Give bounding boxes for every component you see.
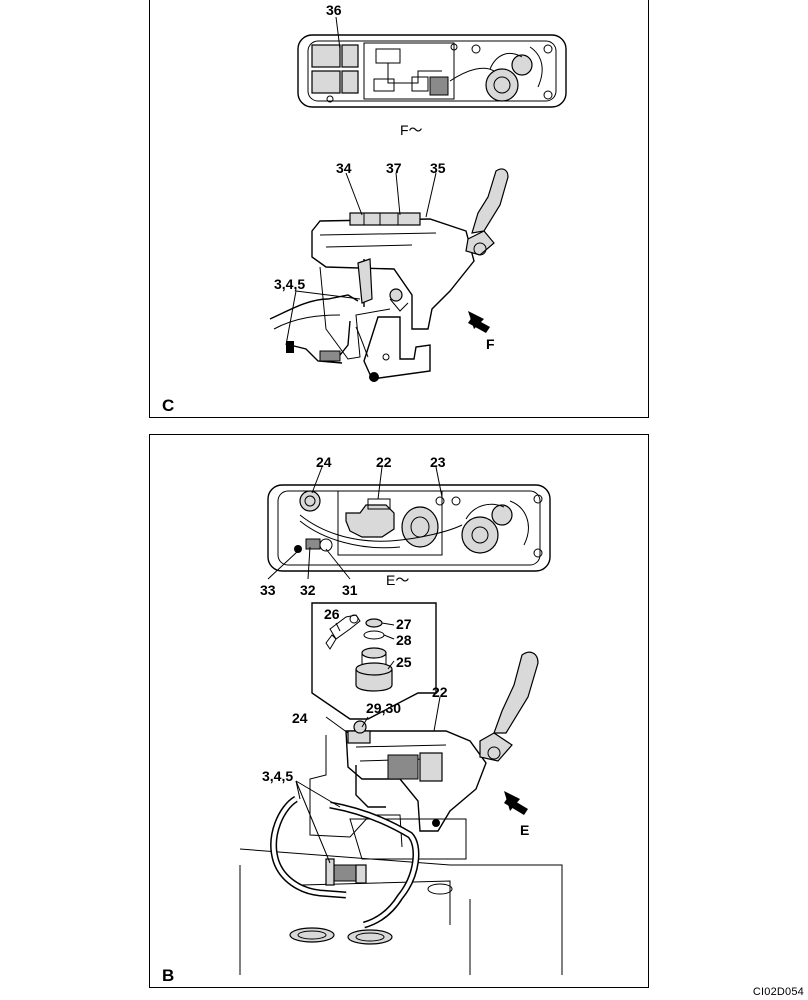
callout-28: 28 (396, 632, 412, 648)
callout-36: 36 (326, 2, 342, 18)
callout-34: 34 (336, 160, 352, 176)
panel-b: 24 22 23 33 32 31 E～ 26 27 28 25 29,30 2… (149, 434, 649, 988)
callout-24-top: 24 (316, 454, 332, 470)
arrow-label-e: E (520, 822, 530, 838)
console-side-view (269, 168, 509, 382)
callout-3-4-5: 3,4,5 (274, 276, 306, 292)
callout-25: 25 (396, 654, 412, 670)
callout-35: 35 (430, 160, 446, 176)
callout-22-top: 22 (376, 454, 392, 470)
figure-code: CI02D054 (752, 986, 804, 998)
callout-32: 32 (300, 582, 316, 598)
view-label-e: E～ (386, 572, 410, 588)
detail-inset (311, 602, 437, 720)
callout-23: 23 (430, 454, 446, 470)
panel-b-drawing (239, 466, 563, 975)
console-top-view-e (267, 466, 551, 580)
callout-3-4-5-b: 3,4,5 (262, 768, 294, 784)
console-top-view (297, 16, 567, 108)
panel-c-drawing (269, 16, 567, 382)
callout-29-30: 29,30 (366, 700, 402, 716)
console-side-view-b (239, 651, 563, 975)
callout-37: 37 (386, 160, 402, 176)
callout-27: 27 (396, 616, 412, 632)
callout-22-side: 22 (432, 684, 448, 700)
arrow-label-f: F (486, 336, 495, 352)
callout-33: 33 (260, 582, 276, 598)
callout-24-side: 24 (292, 710, 308, 726)
panel-label-b: B (162, 966, 175, 985)
panel-label-c: C (162, 396, 175, 415)
panel-c: 36 F～ 34 37 35 3,4,5 F C (149, 0, 649, 418)
callout-26: 26 (324, 606, 340, 622)
view-label-f: F～ (400, 122, 423, 138)
callout-31: 31 (342, 582, 358, 598)
